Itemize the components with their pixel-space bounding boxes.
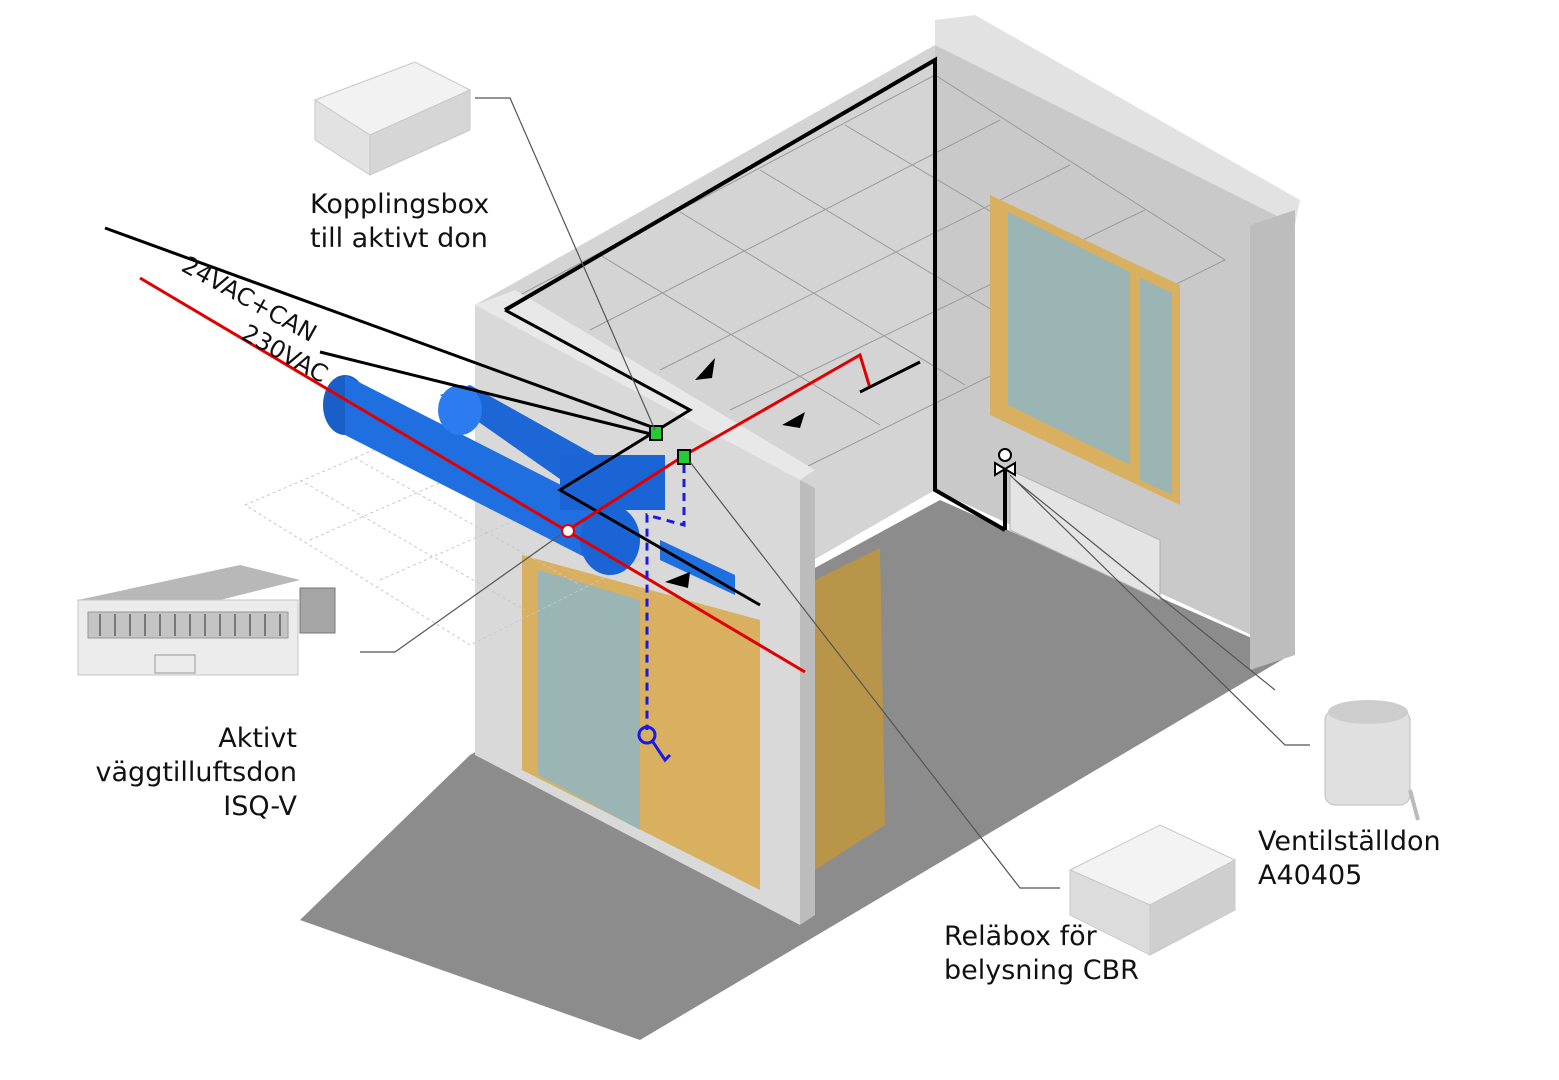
cable-junction: [561, 524, 575, 538]
right-wall-top: [935, 15, 1300, 225]
right-wall-end: [1250, 210, 1295, 670]
label-junction-box-line1: Kopplingsbox: [310, 189, 490, 220]
label-valve-actuator-line1: Ventilställdon: [1258, 826, 1441, 857]
signal-line: [645, 465, 686, 730]
supply-duct: [323, 375, 735, 595]
label-supply-diffuser-line2: väggtilluftsdon: [95, 757, 297, 788]
label-junction-box: Kopplingsbox till aktivt don: [310, 188, 489, 256]
label-relay-box-line1: Reläbox för: [944, 921, 1097, 952]
cable-24vac-wall: [503, 56, 1006, 532]
relay-connection-point: [677, 449, 691, 465]
cable-24vac-feed2: [319, 350, 656, 437]
sensor-tail: [651, 741, 672, 763]
relay-box-icon: [1068, 824, 1237, 956]
leader-lines: [360, 97, 1310, 889]
valve-actuator-icon: [1324, 700, 1420, 821]
label-valve-actuator: Ventilställdon A40405: [1258, 825, 1441, 893]
label-supply-diffuser-line1: Aktivt: [218, 723, 297, 754]
junction-box-icon: [649, 425, 663, 441]
cable-24vac-feed: [104, 226, 661, 432]
label-relay-box-line2: belysning CBR: [944, 955, 1139, 986]
sensor-icon: [637, 725, 657, 745]
label-junction-box-line2: till aktivt don: [310, 223, 488, 254]
wall-diffuser-icon: [77, 565, 336, 676]
label-relay-box: Reläbox för belysning CBR: [944, 920, 1139, 988]
door-left: [522, 555, 760, 890]
junction-box-product: [313, 61, 472, 176]
light-switch-icon: [859, 360, 921, 394]
valve-symbol-icon: [994, 448, 1016, 530]
window-right-wall: [990, 195, 1180, 505]
floor-guide-grid: [243, 429, 642, 646]
airflow-arrow-1: [695, 358, 715, 380]
cable-230vac-branch: [567, 352, 872, 532]
airflow-arrow-3: [665, 572, 690, 588]
label-supply-diffuser-line3: ISQ-V: [223, 791, 297, 822]
label-valve-actuator-line2: A40405: [1258, 860, 1363, 891]
label-supply-diffuser: Aktivt väggtilluftsdon ISQ-V: [40, 722, 297, 824]
cable-24vac-duct: [504, 308, 761, 607]
partition-wall-side: [800, 480, 815, 925]
cable-230vac-feed: [139, 276, 806, 674]
door-leaf: [815, 548, 885, 870]
airflow-arrow-2: [782, 412, 805, 428]
